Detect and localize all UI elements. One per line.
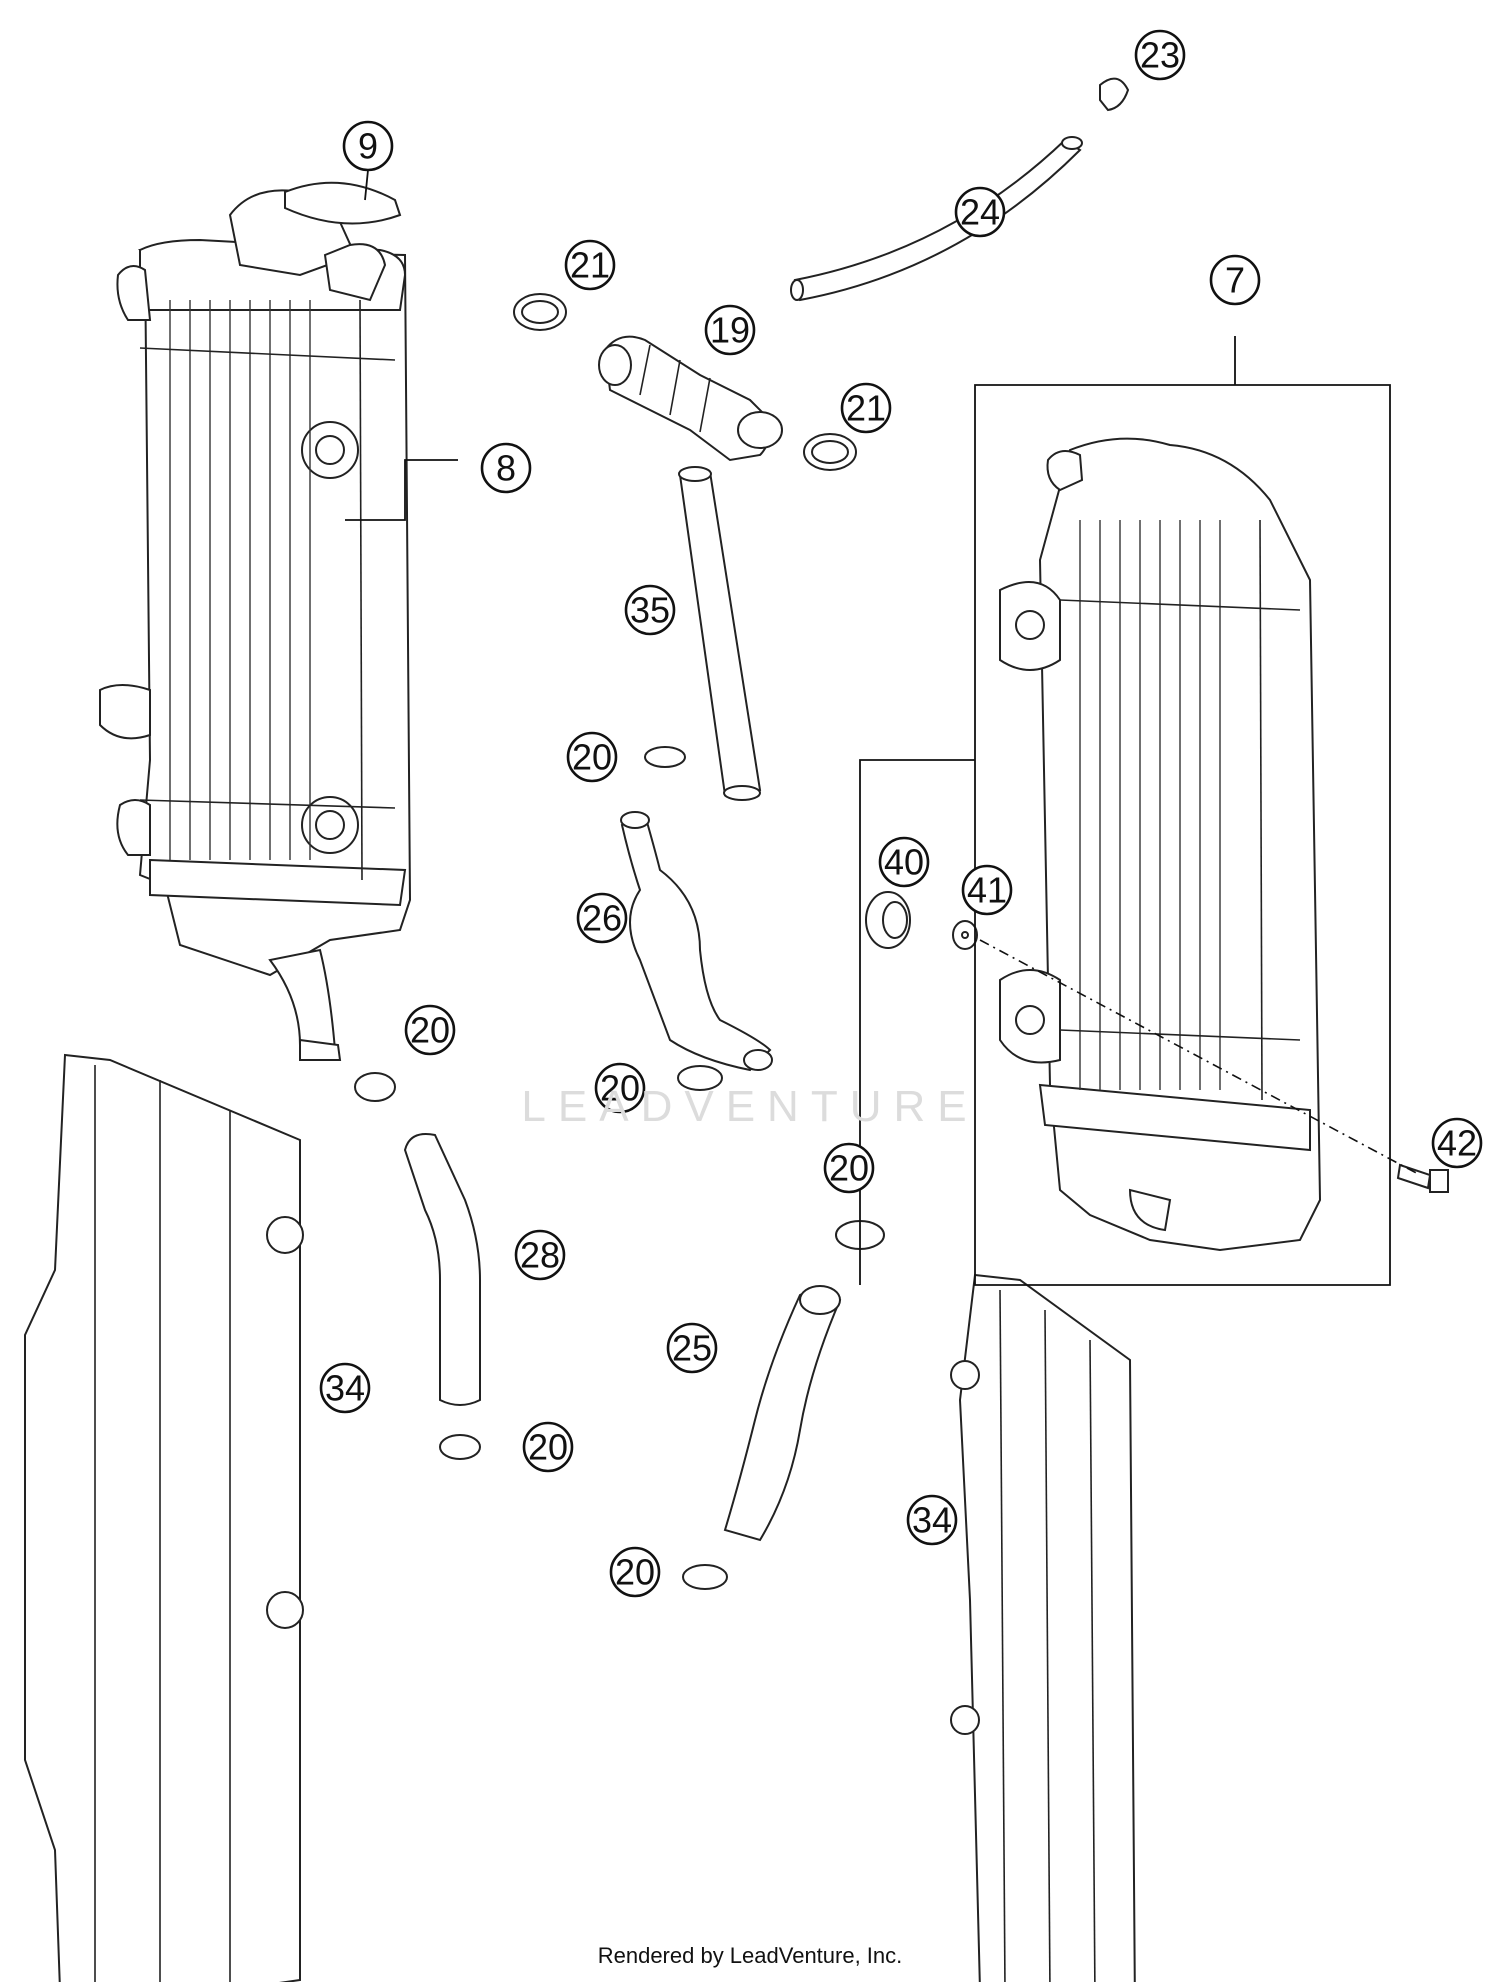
callout-label: 34: [325, 1368, 365, 1409]
callout-24: 24: [954, 186, 1006, 238]
callout-34-right: 34: [906, 1494, 958, 1546]
hose-clamp-20-f: [682, 1564, 728, 1590]
callout-9: 9: [342, 120, 394, 172]
callout-label: 21: [846, 388, 886, 429]
callout-label: 20: [615, 1552, 655, 1593]
callout-label: 8: [496, 448, 516, 489]
callout-42: 42: [1431, 1117, 1483, 1169]
callout-40: 40: [878, 836, 930, 888]
callout-23: 23: [1134, 29, 1186, 81]
callout-7: 7: [1209, 254, 1261, 306]
footer-credit: Rendered by LeadVenture, Inc.: [597, 1943, 903, 1968]
callout-20-e: 20: [522, 1421, 574, 1473]
callout-34-left: 34: [319, 1362, 371, 1414]
callout-35: 35: [624, 584, 676, 636]
callout-label: 20: [829, 1148, 869, 1189]
hose-clamp-20-b: [354, 1072, 396, 1102]
callout-label: 20: [600, 1068, 640, 1109]
callout-label: 20: [410, 1010, 450, 1051]
left-radiator: [99, 181, 412, 1061]
callout-label: 34: [912, 1500, 952, 1541]
callout-19: 19: [704, 304, 756, 356]
callout-20-d: 20: [823, 1142, 875, 1194]
watermark: LEADVENTURE: [521, 1082, 979, 1131]
callout-label: 28: [520, 1235, 560, 1276]
callout-label: 9: [358, 126, 378, 167]
hose-clamp-21-right: [803, 433, 857, 471]
breather-hose: [790, 136, 1083, 302]
radiator-hose-26: [620, 811, 773, 1072]
callout-21-left: 21: [564, 239, 616, 291]
washer-41: [952, 920, 978, 950]
coolant-pipe: [678, 466, 762, 801]
callout-20-c: 20: [594, 1062, 646, 1114]
callout-label: 20: [572, 737, 612, 778]
radiator-hose-25: [723, 1285, 842, 1542]
thermostat-connector: [598, 335, 783, 462]
callout-28: 28: [514, 1229, 566, 1281]
callout-label: 20: [528, 1427, 568, 1468]
callout-41: 41: [961, 864, 1013, 916]
callout-label: 26: [582, 898, 622, 939]
hose-clamp-20-e: [439, 1434, 481, 1460]
left-radiator-guard: [24, 1053, 304, 1982]
callout-25: 25: [666, 1322, 718, 1374]
bolt-42: [1396, 1163, 1449, 1193]
callout-label: 21: [570, 245, 610, 286]
hose-clamp-21-left: [513, 293, 567, 331]
radiator-hose-28: [403, 1133, 481, 1406]
callout-label: 23: [1140, 35, 1180, 76]
callout-label: 24: [960, 192, 1000, 233]
callout-20-a: 20: [566, 731, 618, 783]
callout-label: 42: [1437, 1123, 1477, 1164]
callout-label: 41: [967, 870, 1007, 911]
callout-label: 7: [1225, 260, 1245, 301]
callout-label: 19: [710, 310, 750, 351]
callout-label: 40: [884, 842, 924, 883]
right-radiator: [999, 437, 1322, 1252]
right-radiator-guard: [950, 1273, 1136, 1982]
callout-20-f: 20: [609, 1546, 661, 1598]
grommet-40: [865, 891, 911, 949]
callout-label: 35: [630, 590, 670, 631]
hose-clamp-20-c: [677, 1065, 723, 1091]
callout-label: 25: [672, 1328, 712, 1369]
callout-26: 26: [576, 892, 628, 944]
hose-clamp-20-a: [644, 746, 686, 768]
callout-20-b: 20: [404, 1004, 456, 1056]
hose-clip-23: [1099, 77, 1130, 112]
callout-21-right: 21: [840, 382, 892, 434]
callout-8: 8: [480, 442, 532, 494]
